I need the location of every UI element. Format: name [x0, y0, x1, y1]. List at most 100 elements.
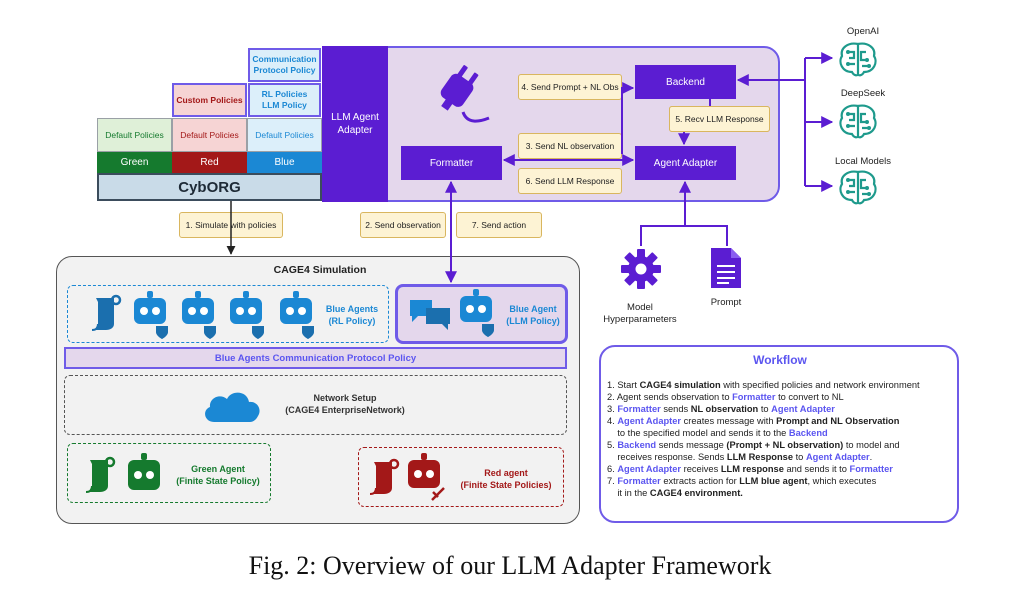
- team-green: Green: [97, 152, 172, 173]
- workflow-segment: 4.: [607, 416, 618, 426]
- backend-block: Backend: [635, 65, 736, 99]
- network-setup-label: Network Setup (CAGE4 EnterpriseNetwork): [285, 393, 405, 415]
- gear-icon: [620, 248, 662, 290]
- model-openai-label: OpenAI: [846, 25, 880, 37]
- robot-icon: [404, 452, 448, 502]
- workflow-segment: (Prompt + NL observation): [726, 440, 844, 450]
- workflow-segment: Agent Adapter: [771, 404, 835, 414]
- workflow-segment: Backend: [788, 428, 828, 438]
- workflow-segment: 5.: [607, 440, 618, 450]
- workflow-segment: 6.: [607, 464, 618, 474]
- workflow-segment: Agent Adapter: [617, 416, 682, 426]
- workflow-segment: 1. Start: [607, 380, 640, 390]
- team-red: Red: [172, 152, 247, 173]
- prompt-label: Prompt: [710, 296, 742, 308]
- workflow-segment: Formatter: [617, 476, 661, 486]
- policy-scroll-icon: [84, 456, 116, 494]
- team-blue: Blue: [247, 152, 322, 173]
- comm-protocol-policy-cell: Communication Protocol Policy: [248, 48, 321, 82]
- step-4-note: 4. Send Prompt + NL Obs: [518, 74, 622, 100]
- step-6-note: 6. Send LLM Response: [518, 168, 622, 194]
- workflow-segment: creates message with: [681, 416, 777, 426]
- workflow-segment: and sends it to: [783, 464, 850, 474]
- robot-icon: [130, 290, 170, 340]
- workflow-segment: 3.: [607, 404, 618, 414]
- formatter-block: Formatter: [401, 146, 502, 180]
- blue-llm-agent-label: Blue Agent (LLM Policy): [506, 304, 560, 326]
- custom-policies-cell: Custom Policies: [172, 83, 247, 117]
- workflow-segment: Formatter: [732, 392, 776, 402]
- workflow-line: 4. Agent Adapter creates message with Pr…: [607, 415, 955, 427]
- workflow-line: 3. Formatter sends NL observation to Age…: [607, 403, 955, 415]
- plug-icon: [415, 62, 495, 128]
- workflow-segment: LLM Response: [726, 452, 794, 462]
- workflow-segment: CAGE4 simulation: [639, 380, 721, 390]
- red-agent-label: Red agent (Finite State Policies): [460, 468, 552, 490]
- green-agent-group: [67, 443, 271, 503]
- workflow-segment: to: [758, 404, 772, 414]
- rl-llm-policies-cell: RL Policies LLM Policy: [248, 83, 321, 117]
- workflow-segment: to the specified model and sends it to t…: [607, 428, 789, 438]
- neural-network-icon: [836, 40, 880, 78]
- workflow-line: to the specified model and sends it to t…: [607, 427, 955, 439]
- workflow-segment: 7.: [607, 476, 618, 486]
- figure-caption: Fig. 2: Overview of our LLM Adapter Fram…: [248, 551, 772, 580]
- default-policies-red: Default Policies: [172, 118, 247, 152]
- default-policies-blue: Default Policies: [247, 118, 322, 152]
- hyperparameters-label: Model Hyperparameters: [603, 302, 677, 325]
- blue-rl-agents-group: [67, 285, 389, 343]
- agent-adapter-block: Agent Adapter: [635, 146, 736, 180]
- workflow-segment: .: [869, 452, 873, 462]
- policy-scroll-icon: [90, 294, 122, 332]
- workflow-segment: Formatter: [849, 464, 893, 474]
- workflow-line: 6. Agent Adapter receives LLM response a…: [607, 463, 955, 475]
- workflow-line: 1. Start CAGE4 simulation with specified…: [607, 379, 955, 391]
- workflow-segment: sends: [660, 404, 691, 414]
- robot-icon: [276, 290, 316, 340]
- model-local-label: Local Models: [835, 155, 891, 167]
- workflow-segment: LLM blue agent: [739, 476, 808, 486]
- workflow-segment: to convert to NL: [775, 392, 844, 402]
- workflow-line: 2. Agent sends observation to Formatter …: [607, 391, 955, 403]
- workflow-segment: Agent Adapter: [617, 464, 682, 474]
- neural-network-icon: [836, 102, 880, 140]
- workflow-line: it in the CAGE4 environment.: [607, 487, 955, 499]
- step-2-note: 2. Send observation: [360, 212, 446, 238]
- workflow-segment: Backend: [617, 440, 657, 450]
- policy-scroll-icon: [368, 458, 400, 496]
- green-agent-label: Green Agent (Finite State Policy): [176, 464, 260, 486]
- robot-icon: [178, 290, 218, 340]
- workflow-panel: [599, 345, 959, 523]
- blue-rl-agents-label: Blue Agents (RL Policy): [325, 304, 379, 326]
- network-setup-group: [64, 375, 567, 435]
- workflow-segment: receives: [681, 464, 721, 474]
- workflow-segment: to model and: [843, 440, 900, 450]
- workflow-segment: 2. Agent sends observation to: [607, 392, 733, 402]
- workflow-title: Workflow: [753, 353, 807, 367]
- workflow-segment: extracts action for: [660, 476, 740, 486]
- robot-icon: [124, 452, 164, 496]
- chat-bubbles-icon: [408, 298, 452, 332]
- workflow-line: receives response. Sends LLM Response to…: [607, 451, 955, 463]
- step-7-note: 7. Send action: [456, 212, 542, 238]
- workflow-segment: Formatter: [617, 404, 661, 414]
- workflow-steps: 1. Start CAGE4 simulation with specified…: [607, 379, 955, 519]
- workflow-segment: Agent Adapter: [805, 452, 870, 462]
- comm-protocol-bar: Blue Agents Communication Protocol Polic…: [64, 347, 567, 369]
- default-policies-green: Default Policies: [97, 118, 172, 152]
- workflow-segment: , which executes: [807, 476, 877, 486]
- workflow-segment: Prompt and NL Observation: [776, 416, 900, 426]
- model-deepseek-label: DeepSeek: [840, 87, 886, 99]
- workflow-line: 7. Formatter extracts action for LLM blu…: [607, 475, 955, 487]
- workflow-segment: NL observation: [690, 404, 759, 414]
- red-agent-group: [358, 447, 564, 507]
- workflow-segment: with specified policies and network envi…: [720, 380, 920, 390]
- robot-icon: [226, 290, 266, 340]
- workflow-segment: to: [793, 452, 806, 462]
- robot-icon: [456, 288, 496, 338]
- workflow-segment: LLM response: [720, 464, 784, 474]
- workflow-line: 5. Backend sends message (Prompt + NL ob…: [607, 439, 955, 451]
- cyborg-block: CybORG: [97, 173, 322, 201]
- workflow-segment: CAGE4 environment.: [649, 488, 743, 498]
